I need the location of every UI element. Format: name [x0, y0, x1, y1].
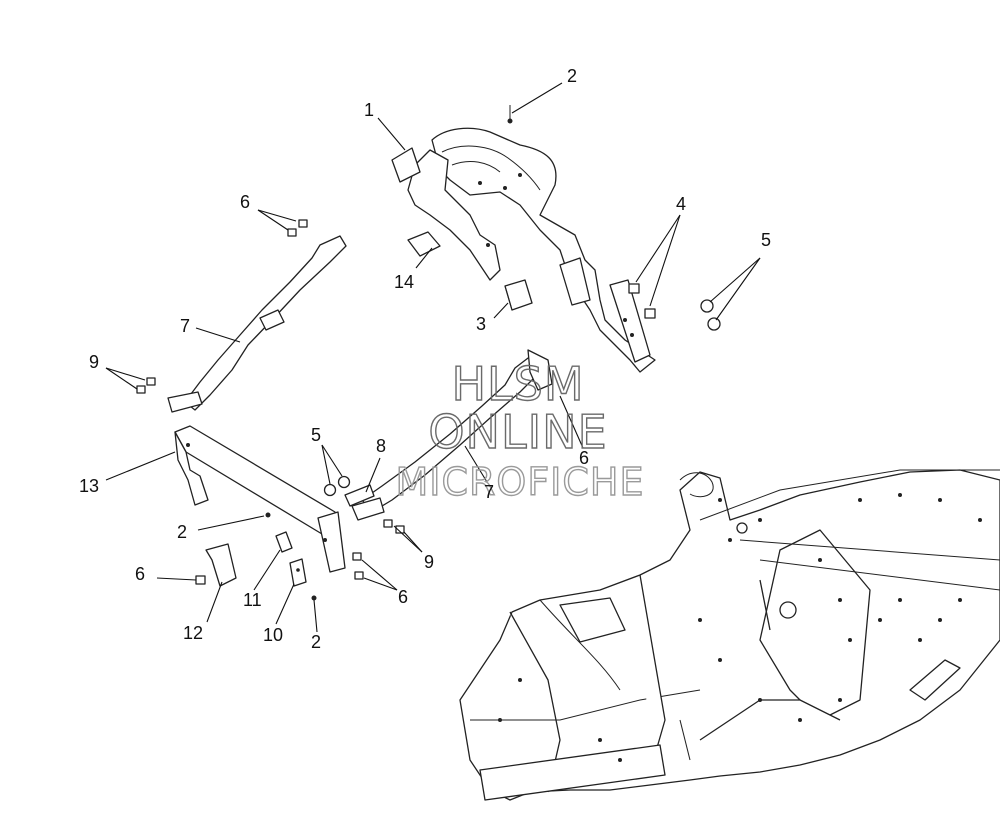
- callout-5: 5: [761, 230, 771, 250]
- watermark-line-1: HLSM: [451, 357, 584, 411]
- screws-part-6-lower: [352, 552, 364, 580]
- clip-part-11: [275, 531, 293, 553]
- callout-7-lower: 7: [484, 482, 494, 502]
- callout-6-lower: 6: [398, 587, 408, 607]
- bracket-part-12: [205, 543, 237, 587]
- block-part-3: [504, 279, 533, 311]
- plate-part-10: [289, 558, 307, 587]
- callout-14: 14: [394, 272, 414, 292]
- main-chassis: [459, 469, 1000, 801]
- clip-part-14: [407, 231, 441, 257]
- callout-11: 11: [243, 590, 262, 610]
- cross-member-part-13: [174, 425, 346, 573]
- callout-8: 8: [376, 436, 386, 456]
- callout-12: 12: [183, 623, 203, 643]
- screws-part-9-lower: [383, 519, 405, 534]
- callout-7: 7: [180, 316, 190, 336]
- nuts-part-5-upper: [700, 299, 721, 331]
- bolts-part-4: [628, 283, 656, 319]
- screws-part-9-left: [136, 377, 156, 394]
- callout-10: 10: [263, 625, 283, 645]
- screw-part-2-bottom: [311, 595, 317, 601]
- watermark: HLSM ONLINE MICROFICHE: [395, 356, 644, 504]
- screws-part-6-upper: [287, 219, 308, 237]
- callout-2-mid: 2: [177, 522, 187, 542]
- screw-part-6-left: [195, 575, 206, 585]
- watermark-line-2: ONLINE: [428, 405, 607, 459]
- nuts-part-5-lower: [323, 475, 351, 497]
- leader-lines: [105, 82, 761, 633]
- callout-9-lower: 9: [424, 552, 434, 572]
- callout-3: 3: [476, 314, 486, 334]
- callout-2: 2: [567, 66, 577, 86]
- callout-6-left: 6: [135, 564, 145, 584]
- callout-1: 1: [364, 100, 374, 120]
- callout-5-lower: 5: [311, 425, 321, 445]
- callout-labels: 1 2 6 4 5 14 7 3 9 5 8 6 13 7 2 9 6 11 6…: [79, 66, 771, 652]
- upper-frame-part-1: [391, 127, 656, 373]
- callout-2-bottom: 2: [311, 632, 321, 652]
- callout-6-mid: 6: [579, 448, 589, 468]
- callout-4: 4: [676, 194, 686, 214]
- screw-part-2-top: [507, 105, 513, 124]
- support-tube-part-7-right: [351, 349, 553, 521]
- support-tube-part-7-left: [167, 235, 347, 413]
- callout-9: 9: [89, 352, 99, 372]
- callout-13: 13: [79, 476, 99, 496]
- callout-6: 6: [240, 192, 250, 212]
- watermark-line-3: MICROFICHE: [395, 460, 644, 504]
- screw-part-2-mid: [265, 512, 271, 518]
